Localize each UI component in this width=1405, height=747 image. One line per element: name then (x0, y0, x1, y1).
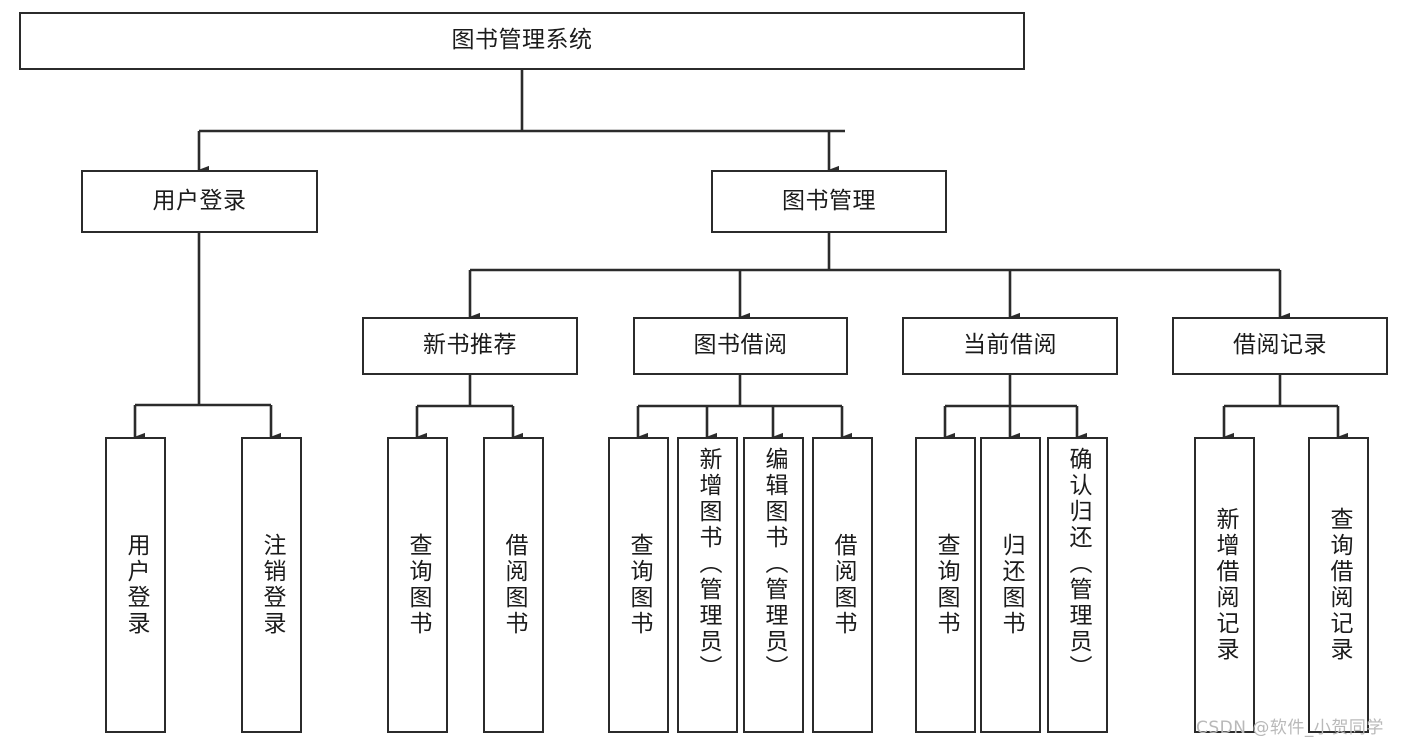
node-label: 新书推荐 (423, 332, 517, 359)
leaf-user-login[interactable]: 用户登录 (105, 437, 166, 733)
leaf-query-book-recommend[interactable]: 查询图书 (387, 437, 448, 733)
node-current-borrow[interactable]: 当前借阅 (902, 317, 1118, 375)
node-label: 图书借阅 (693, 332, 788, 359)
leaf-add-book-admin[interactable]: 新增图书（管理员） (677, 437, 738, 733)
node-label: 借阅记录 (1233, 332, 1327, 359)
leaf-logout-login[interactable]: 注销登录 (241, 437, 302, 733)
node-label: 编辑图书（管理员） (761, 447, 787, 681)
node-label: 查询借阅记录 (1326, 507, 1352, 663)
node-label: 当前借阅 (963, 332, 1057, 359)
node-label: 确认归还（管理员） (1065, 447, 1091, 681)
node-new-book-recommend[interactable]: 新书推荐 (362, 317, 578, 375)
leaf-borrow-book-recommend[interactable]: 借阅图书 (483, 437, 544, 733)
leaf-edit-book-admin[interactable]: 编辑图书（管理员） (743, 437, 804, 733)
leaf-return-book[interactable]: 归还图书 (980, 437, 1041, 733)
node-label: 图书管理系统 (451, 27, 593, 54)
node-label: 新增图书（管理员） (695, 447, 721, 681)
node-book-borrow[interactable]: 图书借阅 (633, 317, 848, 375)
node-label: 查询图书 (626, 533, 652, 637)
node-user-login[interactable]: 用户登录 (81, 170, 318, 233)
node-root-book-management-system[interactable]: 图书管理系统 (19, 12, 1025, 70)
node-book-management[interactable]: 图书管理 (711, 170, 947, 233)
leaf-query-book-borrow[interactable]: 查询图书 (608, 437, 669, 733)
node-label: 新增借阅记录 (1212, 507, 1238, 663)
node-label: 查询图书 (933, 533, 959, 637)
node-label: 用户登录 (152, 187, 247, 214)
node-label: 用户登录 (123, 533, 149, 637)
node-label: 借阅图书 (830, 533, 856, 637)
leaf-add-borrow-record[interactable]: 新增借阅记录 (1194, 437, 1255, 733)
node-label: 归还图书 (998, 533, 1024, 637)
leaf-confirm-return-admin[interactable]: 确认归还（管理员） (1047, 437, 1108, 733)
node-label: 图书管理 (782, 187, 876, 214)
node-borrow-record[interactable]: 借阅记录 (1172, 317, 1388, 375)
node-label: 注销登录 (259, 533, 285, 637)
leaf-borrow-book[interactable]: 借阅图书 (812, 437, 873, 733)
leaf-query-book-current[interactable]: 查询图书 (915, 437, 976, 733)
leaf-query-borrow-record[interactable]: 查询借阅记录 (1308, 437, 1369, 733)
node-label: 查询图书 (405, 533, 431, 637)
node-label: 借阅图书 (501, 533, 527, 637)
